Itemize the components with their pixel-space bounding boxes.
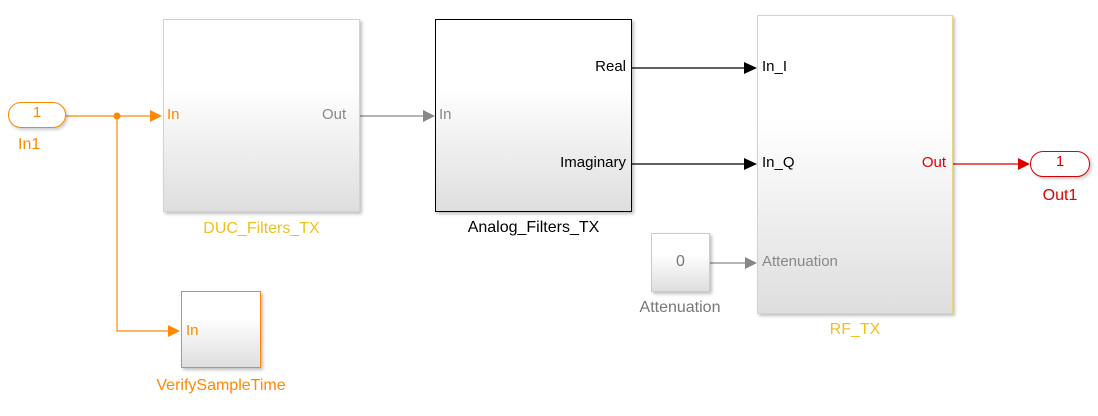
analog-filters-tx-block[interactable] [435, 19, 632, 212]
arrow-analog-in [423, 110, 435, 122]
rf-att-port-label: Attenuation [762, 253, 838, 270]
rf-block-name: RF_TX [829, 321, 881, 338]
arrow-duc-in [150, 110, 162, 122]
duc-out-port-label: Out [322, 106, 347, 123]
rf-out-port-label: Out [921, 154, 946, 171]
analog-block-name: Analog_Filters_TX [467, 219, 600, 236]
constant-block[interactable] [651, 233, 710, 292]
rf-in-i-port-label: In_I [762, 58, 788, 75]
verify-in-port-label: In [186, 322, 199, 339]
outport-out1[interactable]: 1 [1030, 151, 1090, 177]
outport-number: 1 [1055, 153, 1065, 170]
verify-block-name: VerifySampleTime [156, 377, 286, 394]
arrow-att [745, 257, 757, 269]
rf-tx-block[interactable] [757, 15, 953, 314]
duc-filters-tx-block[interactable] [163, 19, 360, 212]
verify-sample-time-block[interactable] [181, 291, 261, 368]
duc-in-port-label: In [167, 106, 180, 123]
analog-imag-port-label: Imaginary [560, 154, 626, 171]
rf-in-q-port-label: In_Q [762, 154, 795, 171]
constant-value: 0 [676, 253, 685, 270]
arrow-out1 [1018, 158, 1030, 170]
constant-block-name: Attenuation [639, 299, 721, 316]
wire-branch-to-verify [116, 116, 168, 332]
arrow-in-q [744, 158, 757, 170]
inport-name: In1 [18, 136, 41, 153]
analog-real-port-label: Real [595, 58, 626, 75]
inport-in1[interactable]: 1 [8, 102, 66, 128]
inport-number: 1 [32, 104, 42, 121]
arrow-in-i [744, 62, 757, 74]
arrow-verify-in [168, 325, 180, 337]
analog-in-port-label: In [439, 106, 452, 123]
duc-block-name: DUC_Filters_TX [203, 220, 320, 237]
outport-name: Out1 [1042, 187, 1078, 204]
